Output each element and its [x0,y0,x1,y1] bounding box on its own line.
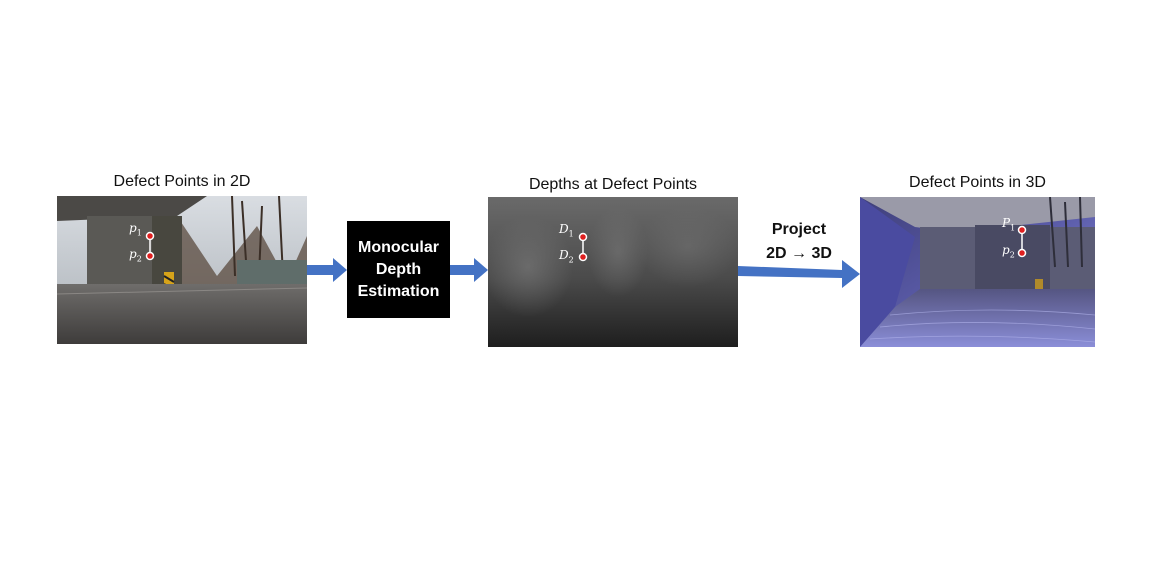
point-label-d1: D1 [559,222,574,239]
defect-point-1 [145,231,155,241]
projection-label: Project 2D → 3D [742,218,856,266]
defect-point-2 [145,251,155,261]
depth-box-line-2: Depth [375,260,422,278]
right-panel-title: Defect Points in 3D [909,174,1046,191]
point-label-d2: D2 [559,248,574,265]
3d-point-1 [1017,225,1027,235]
input-photo [57,196,307,344]
depth-box-line-1: Monocular [358,238,439,256]
point-label-P1: P1 [1002,216,1016,233]
depth-point-2 [578,252,588,262]
projection-line-1: Project [771,221,827,238]
point-label-P2: p2 [1002,243,1015,260]
arrow-to-3d [738,260,860,288]
depth-point-1 [578,232,588,242]
point-cloud-image [860,197,1095,347]
middle-panel-title: Depths at Defect Points [528,176,698,193]
depth-estimation-box: Monocular Depth Estimation [347,221,450,318]
point-label-p2: p2 [129,247,142,264]
input-image-panel: p1 p2 [57,196,307,344]
projection-line-2: 2D → 3D [766,245,832,262]
3d-point-2 [1017,248,1027,258]
depth-box-line-3: Estimation [357,282,440,300]
depth-map-panel: D1 D2 [488,197,738,347]
depth-map-image [488,197,738,347]
arrow-to-depth-estimation [307,258,347,282]
point-cloud-panel: P1 p2 [860,197,1095,347]
point-label-p1: p1 [129,221,142,238]
left-panel-title: Defect Points in 2D [113,173,251,190]
arrow-to-depth-map [450,258,488,282]
